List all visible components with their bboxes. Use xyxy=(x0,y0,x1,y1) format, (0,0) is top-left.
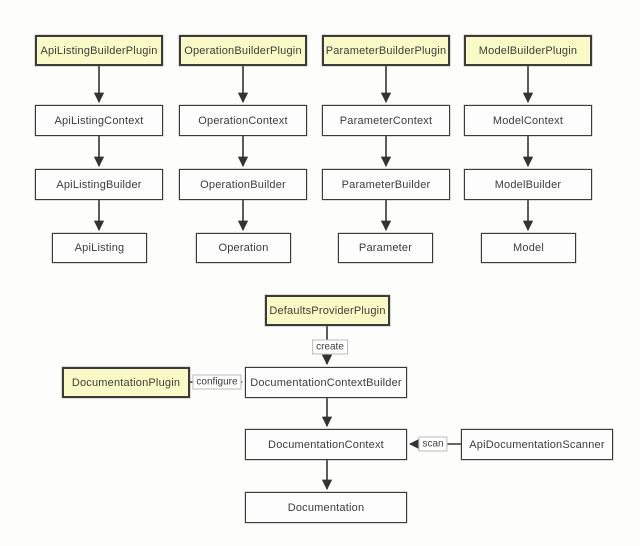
node-operation: Operation xyxy=(196,233,291,263)
edge-label-scan: scan xyxy=(418,436,448,452)
node-model: Model xyxy=(481,233,576,263)
node-api-documentation-scanner: ApiDocumentationScanner xyxy=(461,429,613,460)
node-api-listing-context: ApiListingContext xyxy=(35,105,163,136)
node-parameter-builder-plugin: ParameterBuilderPlugin xyxy=(322,35,450,66)
node-documentation-context: DocumentationContext xyxy=(245,429,407,460)
node-api-listing-builder: ApiListingBuilder xyxy=(35,169,163,200)
node-parameter: Parameter xyxy=(338,233,433,263)
node-operation-context: OperationContext xyxy=(179,105,307,136)
node-model-builder-plugin: ModelBuilderPlugin xyxy=(464,35,592,66)
node-operation-builder: OperationBuilder xyxy=(179,169,307,200)
node-api-listing-builder-plugin: ApiListingBuilderPlugin xyxy=(35,35,163,66)
edge-label-configure: configure xyxy=(192,374,242,390)
node-documentation: Documentation xyxy=(245,492,407,523)
node-parameter-builder: ParameterBuilder xyxy=(322,169,450,200)
node-api-listing: ApiListing xyxy=(52,233,147,263)
edge-label-create: create xyxy=(312,339,348,355)
node-defaults-provider-plugin: DefaultsProviderPlugin xyxy=(265,295,390,326)
node-model-context: ModelContext xyxy=(464,105,592,136)
node-parameter-context: ParameterContext xyxy=(322,105,450,136)
node-documentation-plugin: DocumentationPlugin xyxy=(62,367,190,398)
node-model-builder: ModelBuilder xyxy=(464,169,592,200)
node-operation-builder-plugin: OperationBuilderPlugin xyxy=(179,35,307,66)
node-documentation-context-builder: DocumentationContextBuilder xyxy=(245,367,407,398)
